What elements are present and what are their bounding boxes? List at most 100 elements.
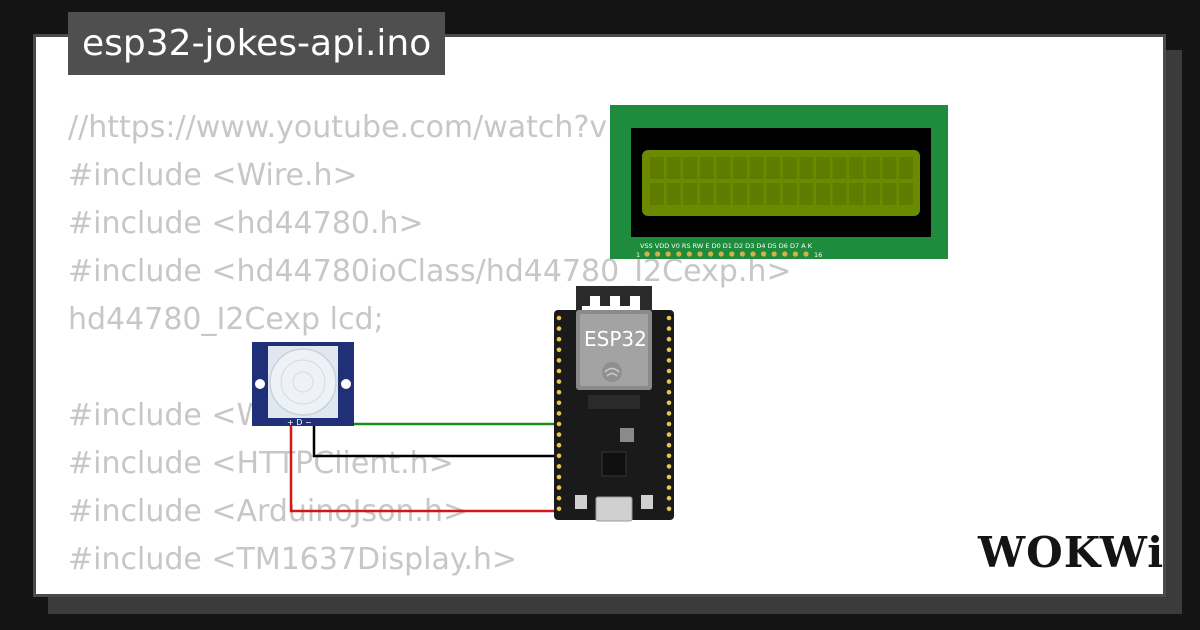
lcd-char-cell xyxy=(766,157,781,179)
lcd-pin[interactable] xyxy=(665,251,671,257)
esp32-pin-left[interactable] xyxy=(556,315,562,321)
lcd-pin[interactable] xyxy=(718,251,724,257)
esp32-pin-left[interactable] xyxy=(556,485,562,490)
lcd-pin-header xyxy=(644,251,809,257)
lcd-char-cell xyxy=(882,183,897,205)
pir-mount-hole-left xyxy=(255,379,265,389)
wokwi-logo-text: WOKWi xyxy=(977,528,1164,577)
esp32-pin-right[interactable] xyxy=(666,389,672,395)
esp32-pin-right[interactable] xyxy=(666,453,672,459)
lcd-char-cell xyxy=(666,183,681,205)
esp32-pin-left[interactable] xyxy=(556,389,562,395)
lcd-pin[interactable] xyxy=(771,251,777,257)
esp32-pin-right[interactable] xyxy=(666,400,672,406)
esp32-pin-left[interactable] xyxy=(556,400,562,406)
esp32-pin-left[interactable] xyxy=(556,358,562,363)
espressif-logo-mark xyxy=(604,367,620,377)
lcd-pin-first: 1 xyxy=(636,251,640,259)
espressif-logo-icon xyxy=(602,362,622,382)
lcd-pin[interactable] xyxy=(803,251,809,257)
esp32-pin-right[interactable] xyxy=(666,495,672,501)
boot-button[interactable] xyxy=(641,495,653,509)
lcd-pin[interactable] xyxy=(697,251,703,257)
wire-power[interactable] xyxy=(289,418,558,513)
esp32-pin-right[interactable] xyxy=(666,368,672,374)
en-button[interactable] xyxy=(575,495,587,509)
esp32-pin-right[interactable] xyxy=(666,474,672,480)
esp32-pin-right[interactable] xyxy=(666,432,672,437)
esp32-pin-left[interactable] xyxy=(556,421,562,427)
esp32-pin-left[interactable] xyxy=(556,347,562,353)
pir-dome-ring xyxy=(280,359,326,405)
esp32-pin-right[interactable] xyxy=(666,358,672,363)
wokwi-logo: WOKWi xyxy=(977,528,1164,577)
code-line: #include <hd44780.h> xyxy=(68,206,424,241)
esp32-pin-right[interactable] xyxy=(666,326,672,331)
lcd-char-cell xyxy=(849,183,864,205)
esp32-pin-left[interactable] xyxy=(556,474,562,480)
esp32-pin-right[interactable] xyxy=(666,464,672,469)
lcd-char-cell xyxy=(683,157,698,179)
esp32-pin-right[interactable] xyxy=(666,485,672,490)
esp32-pin-right[interactable] xyxy=(666,379,672,384)
lcd-pin[interactable] xyxy=(729,251,735,257)
esp32-pin-right[interactable] xyxy=(666,315,672,321)
esp32-pin-left[interactable] xyxy=(556,442,562,448)
esp32-pin-right[interactable] xyxy=(666,336,672,342)
lcd-pin[interactable] xyxy=(782,251,788,257)
lcd-char-cell xyxy=(683,183,698,205)
esp32-pin-right[interactable] xyxy=(666,421,672,427)
lcd-pin[interactable] xyxy=(739,251,746,257)
lcd-char-cell xyxy=(782,157,797,179)
esp32-pin-left[interactable] xyxy=(556,326,562,331)
lcd-char-cell xyxy=(832,157,847,179)
lcd-pin[interactable] xyxy=(676,251,682,257)
lcd-pin[interactable] xyxy=(708,251,714,257)
pir-mount-hole-right xyxy=(341,379,351,389)
esp32-pin-left[interactable] xyxy=(556,495,562,501)
esp32-pin-right[interactable] xyxy=(666,411,672,416)
lcd-char-cell xyxy=(749,183,764,205)
wire-ground[interactable] xyxy=(312,418,558,458)
esp32-pin-headers xyxy=(556,315,672,512)
lcd-char-cell xyxy=(733,183,747,205)
lcd-char-cell xyxy=(882,157,897,179)
lcd-char-cell xyxy=(650,157,664,179)
esp32-pin-right[interactable] xyxy=(666,506,672,512)
pir-pin-labels: + D − xyxy=(287,418,312,427)
lcd-pin[interactable] xyxy=(644,251,650,257)
esp32-pin-left[interactable] xyxy=(556,368,562,374)
esp32-antenna xyxy=(576,286,652,312)
lcd-pin-last: 16 xyxy=(814,251,822,259)
esp32-module-base xyxy=(588,395,640,409)
lcd-char-cell xyxy=(716,183,731,205)
lcd-display[interactable]: VSS VDD V0 RS RW E D0 D1 D2 D3 D4 D5 D6 … xyxy=(610,105,948,259)
lcd-char-cell xyxy=(733,157,747,179)
lcd-char-cell xyxy=(782,183,797,205)
lcd-pin[interactable] xyxy=(761,251,767,257)
code-line: hd44780_I2Cexp lcd; xyxy=(68,302,384,337)
micro-usb-port[interactable] xyxy=(595,496,633,522)
esp32-pin-left[interactable] xyxy=(556,379,562,384)
esp32-pin-left[interactable] xyxy=(556,336,562,342)
pir-sensor[interactable]: + D − xyxy=(252,342,354,427)
code-line: #include <hd44780ioClass/hd44780_I2Cexp.… xyxy=(68,254,792,289)
esp32-pin-left[interactable] xyxy=(556,411,562,416)
lcd-char-cell xyxy=(699,183,714,205)
lcd-pin[interactable] xyxy=(792,251,799,257)
esp32-board[interactable]: ESP32 xyxy=(554,286,674,522)
lcd-pin[interactable] xyxy=(750,251,756,257)
lcd-char-cell xyxy=(799,157,814,179)
esp32-pin-left[interactable] xyxy=(556,453,562,459)
lcd-pin[interactable] xyxy=(655,251,661,257)
esp32-pin-left[interactable] xyxy=(556,506,562,512)
lcd-pin[interactable] xyxy=(686,251,693,257)
lcd-char-cell xyxy=(816,157,830,179)
lcd-char-cell xyxy=(650,183,664,205)
esp32-pin-left[interactable] xyxy=(556,464,562,469)
esp32-pin-left[interactable] xyxy=(556,432,562,437)
esp32-pin-right[interactable] xyxy=(666,347,672,353)
lcd-char-cell xyxy=(865,157,880,179)
esp32-pin-right[interactable] xyxy=(666,442,672,448)
